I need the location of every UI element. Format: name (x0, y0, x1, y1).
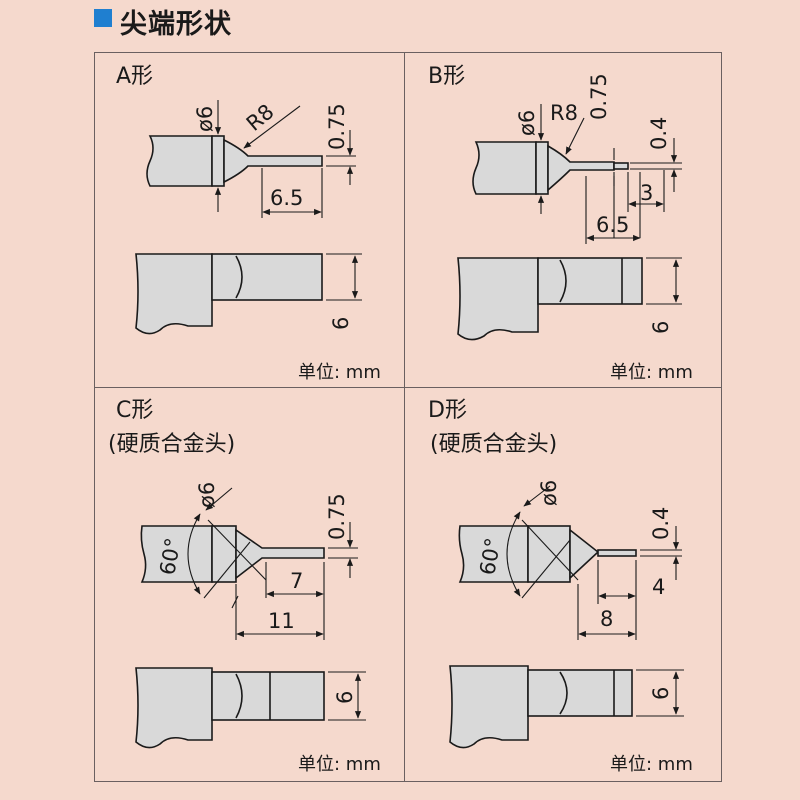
panel-d-dims (506, 485, 682, 640)
panel-d-dia-label: ø6 (537, 480, 561, 506)
grid-divider-vertical (404, 52, 405, 782)
panel-b-dia-label: ø6 (515, 110, 539, 136)
panel-a-height-label: 6 (329, 317, 353, 330)
panel-a-dims (214, 100, 356, 218)
panel-a-side-view (146, 135, 323, 187)
panel-c-subtitle: (硬质合金头) (108, 432, 236, 457)
panel-a-length-label: 6.5 (270, 186, 303, 210)
panel-a-front-view (135, 253, 323, 335)
panel-c-tip-label: 0.75 (325, 493, 349, 540)
panel-c-height-label: 6 (333, 691, 357, 704)
panel-b-length-label: 6.5 (596, 213, 629, 237)
panel-b-unit: 单位: mm (610, 362, 693, 383)
panel-a-height-dim (326, 253, 362, 301)
panel-c-title: C形 (116, 398, 154, 423)
panel-b-radius-label: R8 (550, 101, 578, 125)
panel-d-unit: 单位: mm (610, 754, 693, 775)
panel-grid (94, 52, 722, 782)
panel-d-front-view (449, 665, 633, 749)
panel-c-length-label: 11 (268, 609, 295, 633)
panel-a-radius-label: R8 (242, 99, 279, 135)
grid-divider-horizontal (94, 387, 722, 388)
panel-d-length-label: 8 (600, 607, 613, 631)
panel-b-tip2-label: 0.4 (647, 117, 671, 150)
panel-c-length-short-label: 7 (290, 569, 303, 593)
section-header: 尖端形状 (0, 0, 800, 48)
panel-d-length-short-label: 4 (652, 575, 665, 599)
panel-b-front-view (457, 257, 643, 341)
panel-c-dims (187, 487, 358, 640)
panel-d-height-label: 6 (649, 687, 673, 700)
panel-c-dia-label: ø6 (195, 482, 219, 508)
panel-a-unit: 单位: mm (298, 362, 381, 383)
panel-d-subtitle: (硬质合金头) (430, 432, 558, 457)
panel-d-tip-label: 0.4 (649, 507, 673, 540)
panel-c-front-view (135, 667, 325, 749)
panel-b-dims (537, 104, 682, 244)
panel-a-title: A形 (116, 64, 154, 89)
panel-b-side-view (472, 141, 629, 195)
panel-d-height-dim (636, 669, 684, 717)
header-marker (94, 9, 112, 27)
panel-b-height-dim (646, 257, 682, 305)
panel-a-tip-label: 0.75 (325, 103, 349, 150)
panel-b-tip-label: 0.75 (587, 73, 611, 120)
panel-d-side-view (458, 525, 637, 583)
panel-a-dia-label: ø6 (193, 106, 217, 132)
panel-b-title: B形 (428, 64, 466, 89)
panel-c-height-dim (328, 671, 366, 721)
section-title: 尖端形状 (120, 9, 232, 40)
panel-d-title: D形 (428, 398, 467, 423)
panel-b-length-short-label: 3 (640, 181, 653, 205)
panel-b-height-label: 6 (649, 321, 673, 334)
panel-c-unit: 单位: mm (298, 754, 381, 775)
